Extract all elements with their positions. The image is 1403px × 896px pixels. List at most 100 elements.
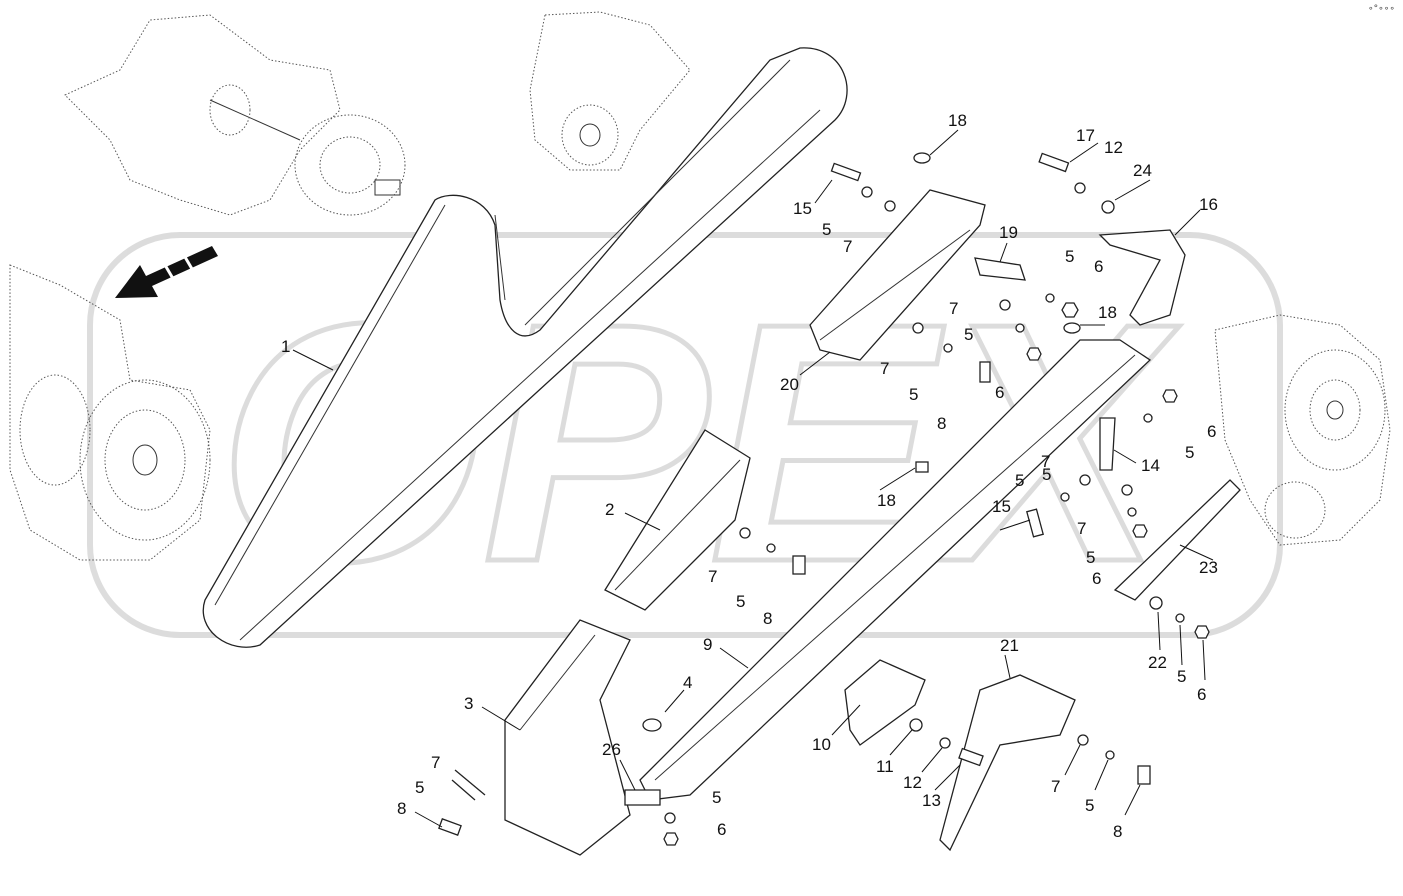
bolt-18c — [915, 461, 929, 473]
callout-5: 5 — [1177, 667, 1186, 686]
callout-21: 21 — [1000, 636, 1019, 655]
guard-20 — [809, 189, 986, 361]
washer-7 — [454, 769, 486, 796]
callout-14: 14 — [1141, 456, 1160, 475]
nut-6 — [1132, 524, 1148, 538]
direction-arrow — [115, 246, 218, 298]
callout-6: 6 — [1197, 685, 1206, 704]
washer-5 — [1127, 507, 1137, 517]
bracket-10 — [844, 659, 926, 746]
bolt-8c — [438, 818, 462, 836]
leader-lines — [292, 129, 1214, 828]
washer-5 — [1060, 492, 1070, 502]
callout-18: 18 — [948, 111, 967, 130]
engine-upper-left — [64, 14, 406, 216]
corner-mark: ∘°∘∘∘ — [1367, 4, 1395, 14]
bolt-8b — [792, 555, 806, 575]
nut-6 — [1194, 625, 1210, 639]
washer-7 — [999, 299, 1011, 311]
callout-7: 7 — [949, 299, 958, 318]
tensioner-bracket — [529, 11, 691, 171]
washer-5 — [1175, 613, 1185, 623]
washer-5 — [1045, 293, 1055, 303]
callout-1: 1 — [281, 337, 290, 356]
callout-6: 6 — [995, 383, 1004, 402]
bolt-8d — [1137, 765, 1151, 785]
callout-16: 16 — [1199, 195, 1218, 214]
callout-7: 7 — [1051, 777, 1060, 796]
washer-12 — [939, 737, 951, 749]
callout-7: 7 — [431, 753, 440, 772]
callout-7: 7 — [708, 567, 717, 586]
washer-5 — [1105, 750, 1115, 760]
callout-6: 6 — [1092, 569, 1101, 588]
bolt-8a — [979, 361, 991, 383]
drive-belt — [202, 47, 848, 648]
bolt-15a — [830, 162, 862, 182]
nut-6 — [1026, 347, 1042, 361]
bracket-23 — [1113, 479, 1241, 601]
callout-18: 18 — [1098, 303, 1117, 322]
callout-22: 22 — [1148, 653, 1167, 672]
callout-5: 5 — [1086, 548, 1095, 567]
washer-5 — [664, 812, 676, 824]
callout-5: 5 — [909, 385, 918, 404]
callout-7: 7 — [1041, 452, 1050, 471]
callout-19: 19 — [999, 223, 1018, 242]
callout-5: 5 — [712, 788, 721, 807]
washer-24 — [1101, 200, 1115, 214]
callout-6: 6 — [1207, 422, 1216, 441]
callout-24: 24 — [1133, 161, 1152, 180]
guard-3 — [504, 619, 631, 856]
bracket-2 — [604, 429, 751, 611]
washer-5 — [861, 186, 873, 198]
callout-8: 8 — [937, 414, 946, 433]
washer-5 — [943, 343, 953, 353]
callout-15: 15 — [793, 199, 812, 218]
callout-15: 15 — [992, 497, 1011, 516]
callout-7: 7 — [843, 237, 852, 256]
callout-7: 7 — [880, 359, 889, 378]
bracket-16 — [1098, 229, 1186, 326]
washer-7 — [739, 527, 751, 539]
bolt-18a — [913, 152, 931, 164]
callout-9: 9 — [703, 635, 712, 654]
callout-23: 23 — [1199, 558, 1218, 577]
washer-22 — [1149, 596, 1163, 610]
callout-6: 6 — [1094, 257, 1103, 276]
callout-8: 8 — [1113, 822, 1122, 841]
bolt-17 — [1038, 152, 1070, 173]
washer-5 — [1143, 413, 1153, 423]
callout-2: 2 — [605, 500, 614, 519]
pulley-assembly-right — [1214, 314, 1391, 546]
bolt-13 — [958, 747, 984, 767]
pulley-assembly-left — [9, 264, 211, 561]
callout-5: 5 — [1065, 247, 1074, 266]
callout-8: 8 — [763, 609, 772, 628]
callout-17: 17 — [1076, 126, 1095, 145]
plate-26 — [624, 789, 661, 806]
callout-6: 6 — [717, 820, 726, 839]
callout-26: 26 — [602, 740, 621, 759]
fasteners — [438, 152, 1210, 846]
washer-7 — [884, 200, 896, 212]
callout-5: 5 — [964, 325, 973, 344]
washer-12 — [1074, 182, 1086, 194]
washer-7 — [1079, 474, 1091, 486]
callout-5: 5 — [1042, 465, 1051, 484]
callout-12: 12 — [903, 773, 922, 792]
bracket-19 — [974, 257, 1026, 281]
washer-7 — [1077, 734, 1089, 746]
callout-5: 5 — [415, 778, 424, 797]
bracket-21 — [939, 674, 1076, 852]
washer-7 — [1121, 484, 1133, 496]
callout-11: 11 — [876, 757, 894, 776]
bracket-14 — [1099, 417, 1116, 471]
washer-5 — [766, 543, 776, 553]
nut-6 — [1061, 302, 1079, 318]
callout-20: 20 — [780, 375, 799, 394]
callout-8: 8 — [397, 799, 406, 818]
callout-18: 18 — [877, 491, 896, 510]
washer-11 — [909, 718, 923, 732]
